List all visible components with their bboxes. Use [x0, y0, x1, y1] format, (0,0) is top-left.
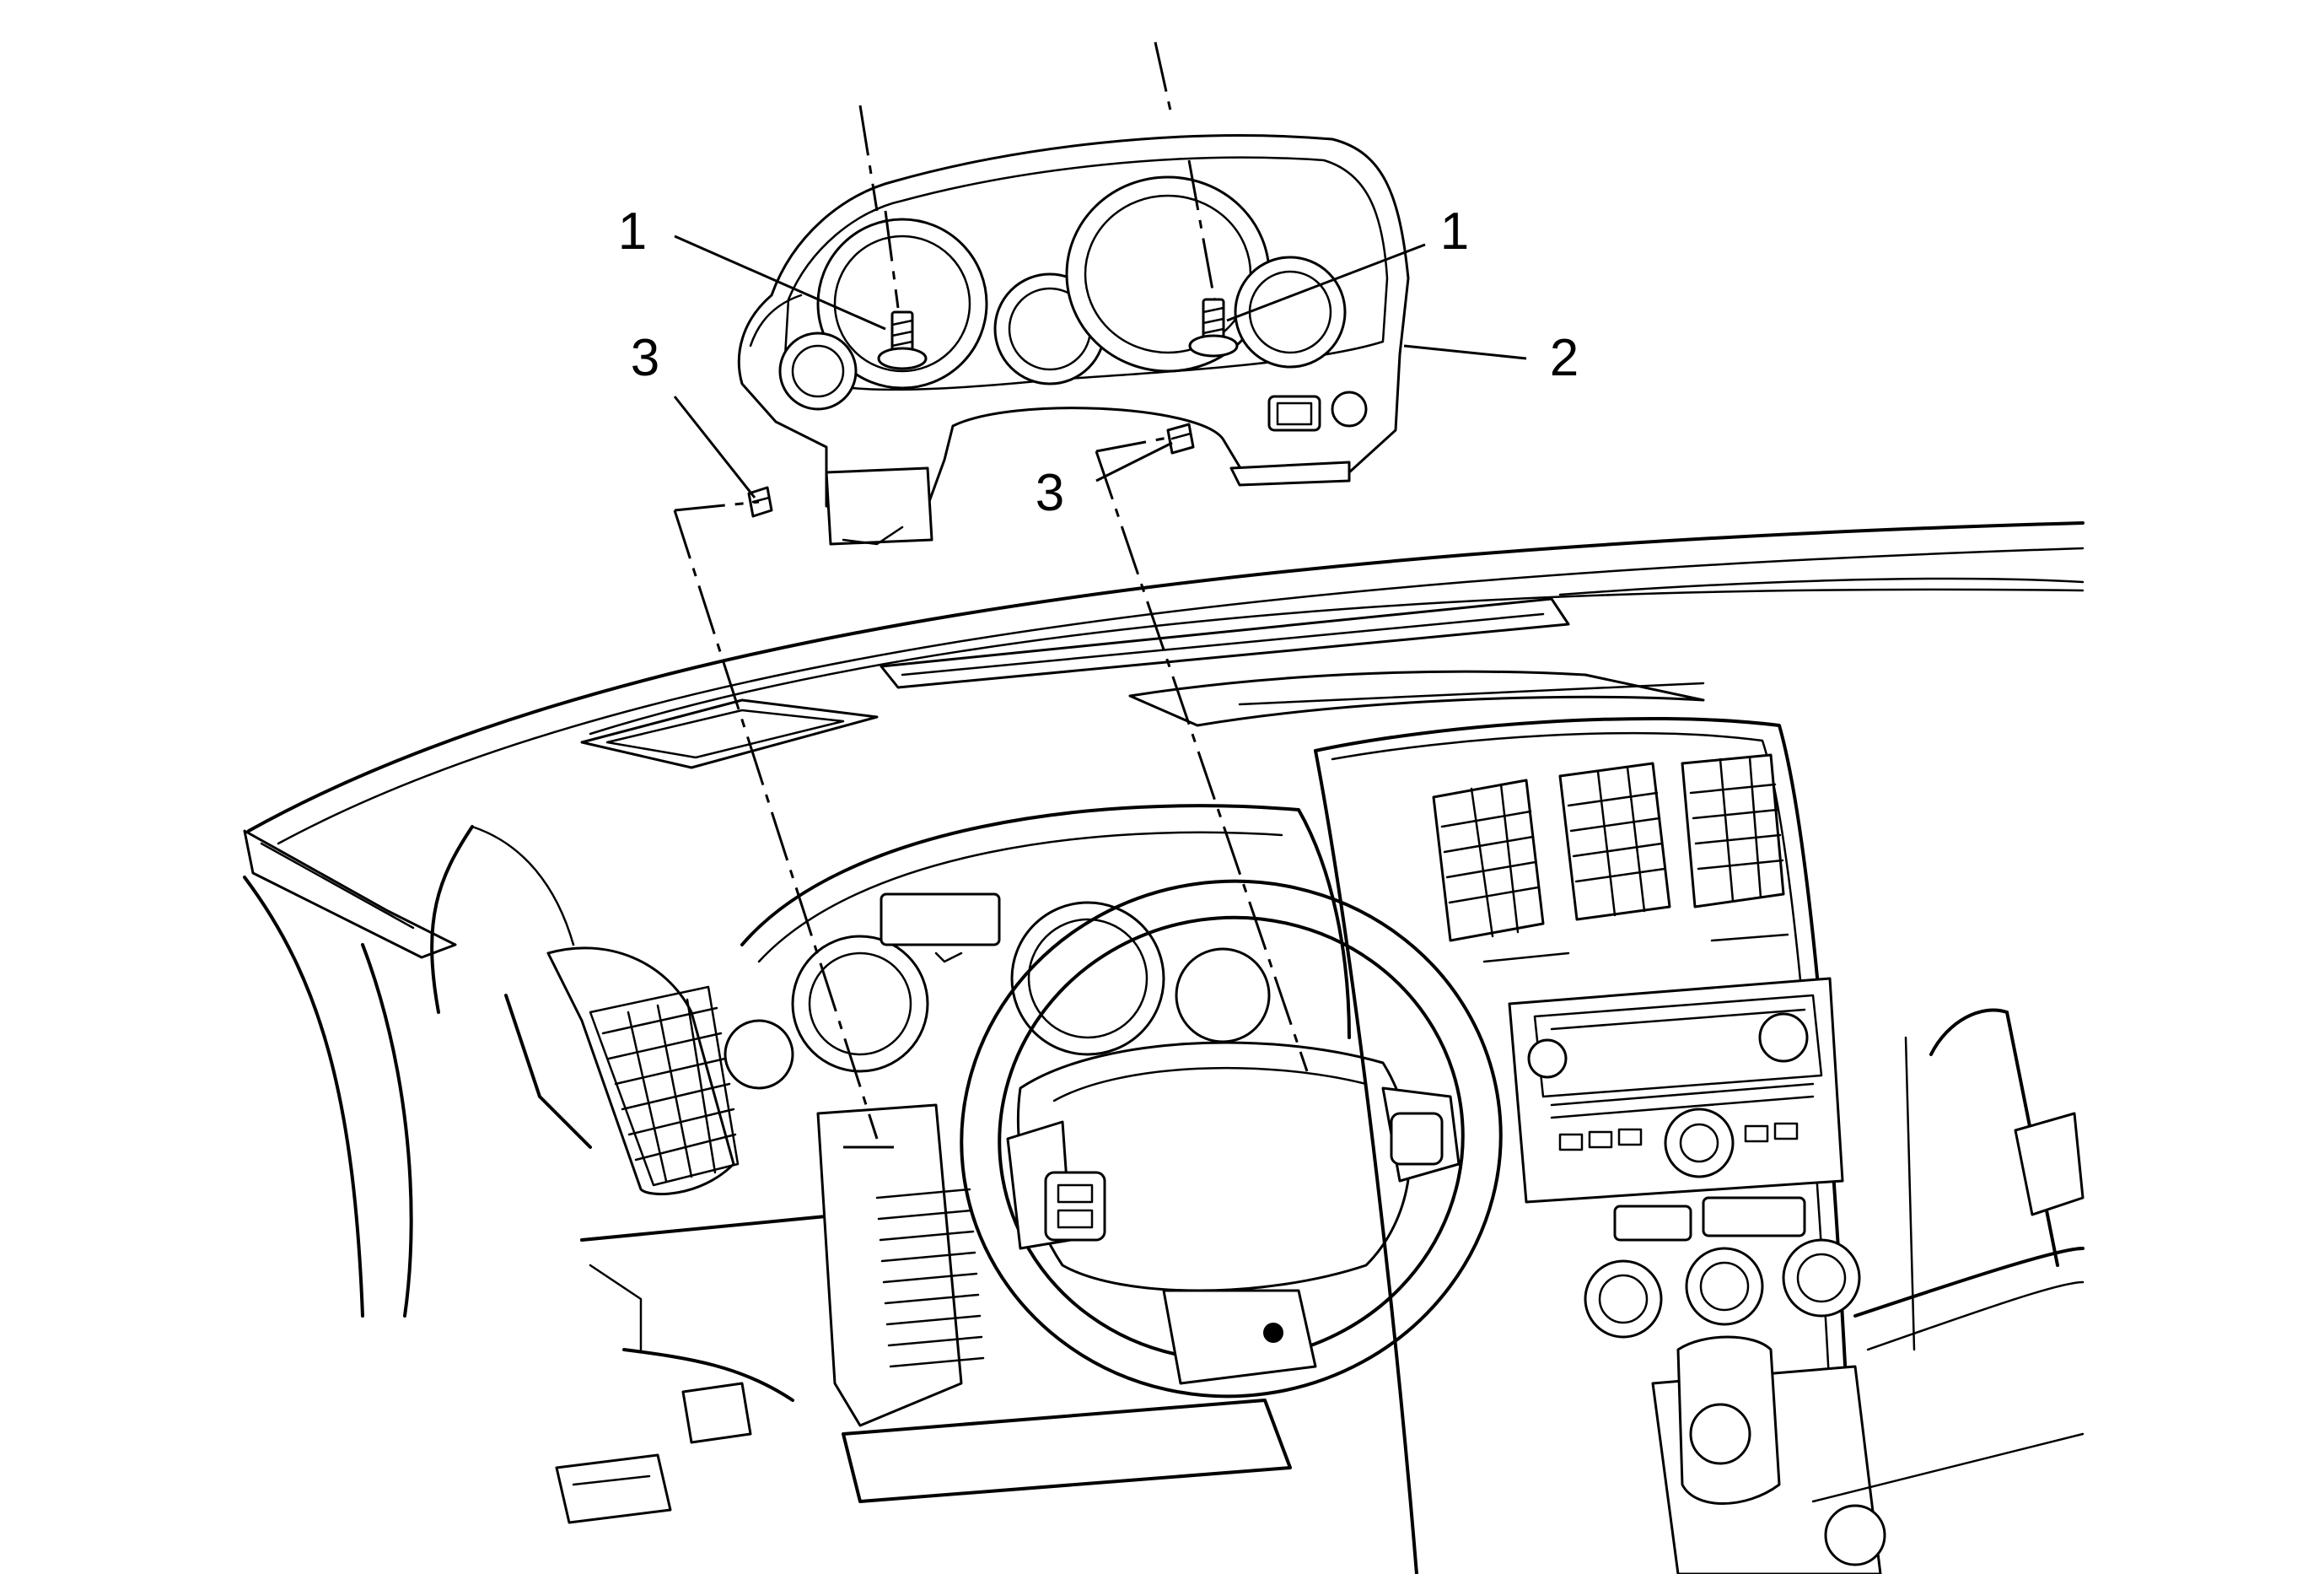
assembly-center-lines — [673, 41, 1309, 1149]
retainer-clip-right — [1166, 423, 1195, 455]
gear-shifter — [1651, 1335, 1886, 1574]
climate-control-panel — [1584, 1196, 1861, 1339]
steering-wheel — [960, 879, 1503, 1399]
cluster-opening — [724, 804, 1351, 1503]
callout-3-right-clip: 3 — [1036, 464, 1064, 522]
center-air-vents — [1432, 753, 1785, 942]
instrument-cluster-removed — [737, 134, 1410, 546]
callout-2-instrument-cluster: 2 — [1550, 329, 1579, 387]
cluster-screw-left — [877, 310, 928, 370]
callout-1-right-screw: 1 — [1440, 202, 1469, 261]
callout-leaders — [673, 234, 1527, 499]
cluster-screw-right — [1188, 298, 1239, 358]
callout-3-left-clip: 3 — [631, 329, 659, 387]
passenger-side-dash — [1811, 1008, 2085, 1503]
callout-labels: 1 1 2 3 3 — [618, 202, 1579, 522]
left-air-vent-louvers — [601, 998, 737, 1183]
instrument-panel-dashboard — [243, 521, 2085, 1524]
center-stack — [1314, 716, 1886, 1574]
radio-head-unit — [1508, 977, 1844, 1204]
retainer-clip-left — [747, 486, 773, 518]
column-shroud-ribs — [875, 1188, 985, 1368]
callout-1-left-screw: 1 — [618, 202, 647, 261]
